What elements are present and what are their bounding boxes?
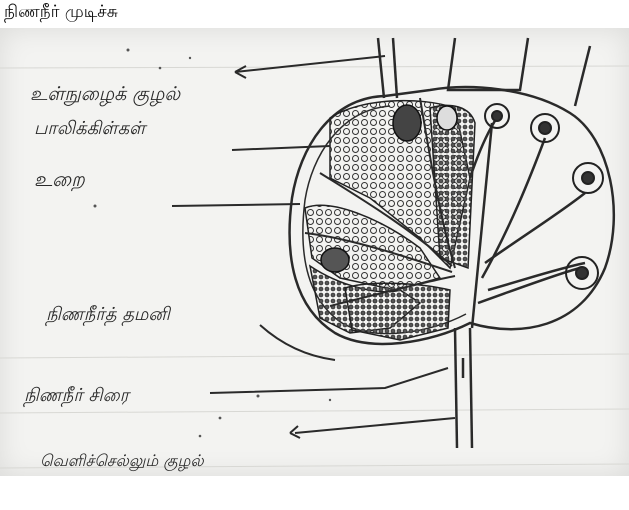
label-efferent-vessel: வெளிச்செல்லும் குழல் [40, 451, 204, 472]
label-capsule: உறை [34, 167, 85, 192]
pencil-specks [94, 49, 332, 438]
medullary-vessels [470, 116, 585, 328]
lymph-node-drawing-photo: உள்நுழைக் குழல் பாலிக்கிள்கள் உறை நிணநீர… [0, 28, 629, 476]
label-lymph-sinus: நிணநீர்த் தமனி [45, 304, 171, 327]
hilum-vessels [455, 328, 472, 448]
bottom-margin [0, 476, 629, 510]
label-lymphoid-tissue: பாலிக்கிள்கள் [34, 118, 148, 139]
lymphoid-tissue [305, 101, 475, 340]
label-medulla: நிணநீர் சிரை [23, 385, 132, 408]
diagram-title: நிணநீர் முடிச்சு [4, 0, 118, 24]
afferent-vessels [378, 38, 590, 106]
label-afferent-vessel: உள்நுழைக் குழல் [30, 83, 181, 107]
medullary-loops [485, 104, 603, 289]
lymph-node-diagram: உள்நுழைக் குழல் பாலிக்கிள்கள் உறை நிணநீர… [0, 28, 629, 476]
